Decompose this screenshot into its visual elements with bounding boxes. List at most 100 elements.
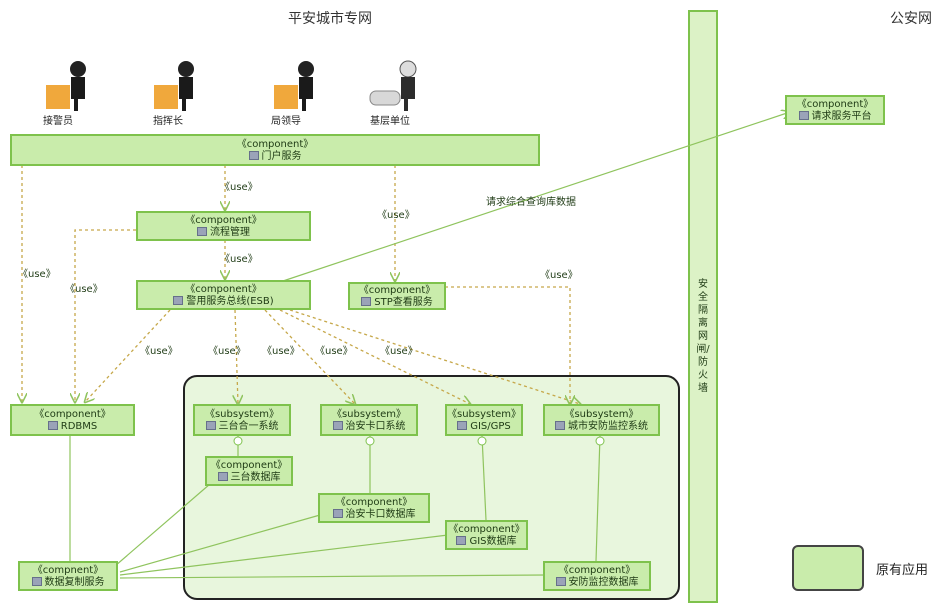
field-unit-person-icon (369, 60, 417, 111)
component-name: 数据复制服务 (44, 577, 105, 588)
stereotype: 《component》 (236, 139, 314, 150)
component-icon (248, 151, 259, 160)
component-name: 门户服务 (261, 151, 302, 162)
composition-checkpoint (365, 436, 375, 446)
link-exchange-db3in1 (114, 483, 211, 567)
stereotype: 《compnent》 (32, 565, 104, 576)
gis-gps-subsystem: 《subsystem》 GIS/GPS (445, 404, 523, 436)
link-exchange-dbmon (119, 574, 546, 579)
subsystem-icon (205, 421, 216, 430)
stereotype: 《subsystem》 (204, 409, 280, 420)
link-monitor-db (595, 435, 601, 562)
stereotype: 《component》 (185, 215, 262, 226)
use-workflow-rdbms (75, 229, 136, 402)
use-label: 《use》 (18, 269, 56, 280)
link-gis-db (481, 435, 487, 521)
use-esb-checkpoint (264, 309, 355, 404)
stp-service-component: 《component》 STP查看服务 (348, 282, 446, 310)
use-label: 《use》 (377, 210, 415, 221)
stereotype: 《component》 (796, 99, 874, 110)
surveillance-database-component: 《component》 安防监控数据库 (543, 561, 651, 591)
security-gateway-firewall (688, 10, 718, 603)
request-data-label: 请求综合查询库数据 (486, 197, 576, 208)
component-name: 安防监控数据库 (568, 577, 639, 588)
subsystem-icon (555, 421, 565, 430)
component-name: 请求服务平台 (811, 111, 872, 122)
use-label: 《use》 (140, 346, 178, 357)
person-label-leader: 局领导 (271, 116, 301, 127)
city-network-title: 平安城市专网 (288, 11, 372, 27)
component-icon (197, 227, 207, 236)
component-icon (332, 509, 343, 518)
commander-person-icon (154, 61, 194, 111)
component-name: 警用服务总线(ESB) (186, 296, 274, 307)
composition-monitor (595, 436, 605, 446)
checkpoint-subsystem: 《subsystem》 治安卡口系统 (320, 404, 418, 436)
subsystem-name: 三台合一系统 (218, 421, 279, 432)
stereotype: 《subsystem》 (331, 409, 407, 420)
composition-3in1 (233, 436, 243, 446)
link-exchange-dbgis (119, 534, 449, 576)
request-service-platform-component: 《component》 请求服务平台 (785, 95, 885, 125)
component-icon (31, 577, 42, 586)
use-stp-monitor (445, 286, 570, 404)
use-label: 《use》 (540, 270, 578, 281)
subsystem-name: 城市安防监控系统 (568, 421, 648, 432)
legend-label: 原有应用 (876, 563, 929, 578)
use-esb-3in1 (235, 309, 238, 404)
link-exchange-dbcheck (119, 514, 321, 573)
use-label: 《use》 (208, 346, 246, 357)
subsystem-icon (457, 421, 468, 430)
stereotype: 《component》 (34, 409, 111, 420)
component-icon (217, 472, 228, 481)
bureau-leader-person-icon (274, 61, 314, 111)
portal-service-component: 《component》 门户服务 (10, 134, 540, 166)
use-label: 《use》 (380, 346, 418, 357)
stereotype: 《component》 (210, 460, 288, 471)
city-surveillance-subsystem: 《subsystem》 城市安防监控系统 (543, 404, 660, 436)
use-esb-gis (279, 309, 470, 404)
component-icon (173, 296, 184, 305)
use-label: 《use》 (220, 254, 258, 265)
component-icon (456, 536, 467, 545)
component-icon (555, 577, 566, 586)
component-name: STP查看服务 (374, 297, 433, 308)
gis-database-component: 《component》 GIS数据库 (445, 520, 528, 550)
workflow-management-component: 《component》 流程管理 (136, 211, 311, 241)
component-icon (361, 297, 372, 306)
three-in-one-database-component: 《component》 三台数据库 (205, 456, 293, 486)
police-network-title: 公安网 (890, 11, 932, 27)
use-label: 《use》 (220, 182, 258, 193)
firewall-label: 安全隔离网闸/防火墙 (696, 279, 710, 394)
component-name: 三台数据库 (230, 472, 281, 483)
subsystem-name: 治安卡口系统 (345, 421, 406, 432)
request-data-line (279, 112, 790, 283)
stereotype: 《component》 (558, 565, 636, 576)
use-esb-monitor (289, 309, 580, 404)
stereotype: 《component》 (358, 285, 436, 296)
stereotype: 《component》 (448, 524, 525, 535)
stereotype: 《subsystem》 (564, 409, 639, 420)
use-label: 《use》 (65, 284, 103, 295)
stereotype: 《component》 (335, 497, 413, 508)
subsystem-icon (332, 421, 343, 430)
rdbms-component: 《component》 RDBMS (10, 404, 135, 436)
component-icon (798, 111, 809, 120)
data-replication-service-component: 《compnent》 数据复制服务 (18, 561, 118, 591)
person-label-commander: 指挥长 (153, 116, 183, 127)
use-esb-rdbms (85, 309, 171, 402)
subsystem-name: GIS/GPS (470, 421, 511, 432)
use-label: 《use》 (315, 346, 353, 357)
stereotype: 《subsystem》 (447, 409, 522, 420)
composition-gis (477, 436, 487, 446)
component-name: 流程管理 (210, 227, 250, 238)
operator-person-icon (46, 61, 86, 111)
person-label-operator: 接警员 (43, 116, 73, 127)
checkpoint-database-component: 《component》 治安卡口数据库 (318, 493, 430, 523)
three-in-one-subsystem: 《subsystem》 三台合一系统 (193, 404, 291, 436)
esb-component: 《component》 警用服务总线(ESB) (136, 280, 311, 310)
component-icon (47, 421, 58, 430)
component-name: RDBMS (60, 421, 98, 432)
component-name: GIS数据库 (469, 536, 517, 547)
